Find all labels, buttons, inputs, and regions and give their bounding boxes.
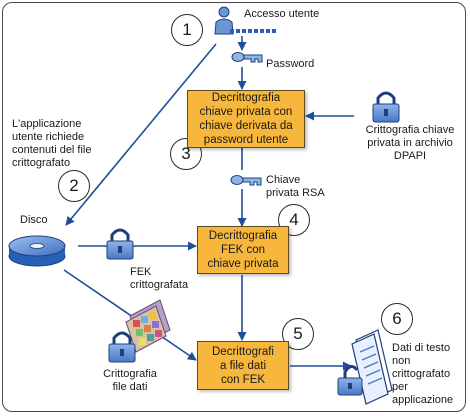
fek-padlock-icon: [106, 228, 134, 260]
step-6-circle: 6: [381, 303, 413, 335]
document-icon: [337, 329, 393, 405]
box-decrypt-file: Decrittografi a file dati con FEK: [197, 341, 289, 390]
label-plain-text: Dati di testo non crittografato per appl…: [392, 342, 454, 406]
label-disk: Disco: [20, 214, 48, 226]
label-rsa-key: Chiave privata RSA: [266, 174, 325, 199]
label-user-access: Accesso utente: [244, 8, 320, 20]
label-data-encrypted: Crittografia file dati: [103, 368, 157, 393]
disk-icon: [8, 235, 66, 267]
password-key-icon: [231, 52, 263, 63]
user-icon: [214, 6, 276, 35]
step-2-circle: 2: [58, 170, 90, 202]
rsa-key-icon: [230, 175, 262, 186]
step-1-circle: 1: [171, 14, 203, 46]
label-password: Password: [266, 58, 315, 70]
connector-arrows: [63, 36, 354, 371]
arrow-disk-to-box3: [63, 269, 197, 361]
box-decrypt-fek: Decrittografia FEK con chiave privata: [197, 226, 289, 274]
diagram-frame: [2, 2, 466, 412]
encrypted-file-icon: [108, 299, 171, 363]
label-app-request: L'applicazione utente richiede contenuti…: [12, 118, 92, 169]
label-dpapi: Crittografia chiave privata in archivio …: [365, 124, 455, 162]
dpapi-padlock-icon: [372, 91, 400, 123]
box-decrypt-private-key: Decrittografia chiave privata con chiave…: [187, 90, 305, 148]
arrow-user-to-disk: [65, 43, 217, 226]
label-fek-encrypted: FEK crittografata: [130, 266, 189, 291]
step-3-circle: 3: [170, 138, 202, 170]
